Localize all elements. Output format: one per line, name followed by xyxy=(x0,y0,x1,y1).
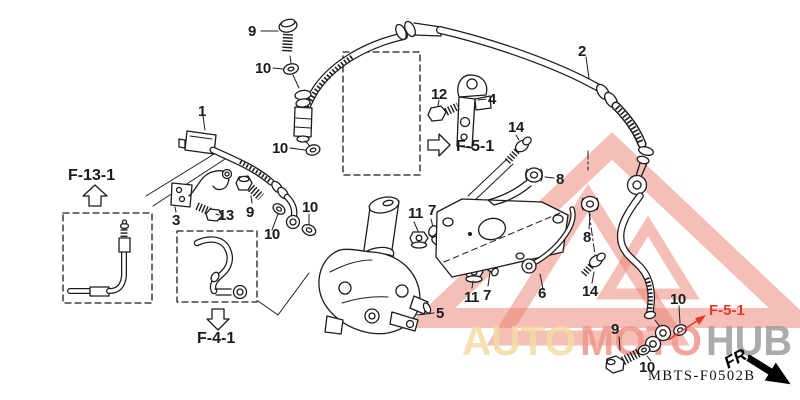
part-number-label: 10 xyxy=(255,60,271,77)
part-number-label: 11 xyxy=(408,205,423,222)
part-1-brake-hose xyxy=(178,115,301,230)
part-number-label: 14 xyxy=(582,283,598,300)
part-number-label: 7 xyxy=(428,202,436,219)
part-number-label: 1 xyxy=(198,103,206,120)
part-number-label: 2 xyxy=(578,43,586,60)
parts-8-6-14 xyxy=(487,134,606,290)
part-5-modulator-assembly xyxy=(318,196,435,335)
part-number-label: 14 xyxy=(508,119,524,136)
watermark-text: AUTO MOTO HUB xyxy=(462,317,792,364)
part-number-label: 10 xyxy=(639,359,655,376)
fr-direction-arrow xyxy=(746,354,791,385)
part-number-label: 10 xyxy=(302,199,318,216)
ref-arrows xyxy=(82,133,706,341)
ref-label-f13: F-13-1 xyxy=(68,167,116,184)
watermark-word-hub: HUB xyxy=(706,317,792,364)
watermark-word-moto: MOTO xyxy=(580,317,702,364)
detail-boxes xyxy=(62,51,421,304)
part-number-label: 3 xyxy=(172,212,180,229)
mounting-plate xyxy=(435,198,569,278)
part-number-label: 6 xyxy=(538,285,546,302)
f41-detail-hose xyxy=(193,236,248,300)
part-number-label: 5 xyxy=(436,305,444,322)
lower-brake-hose xyxy=(605,192,687,374)
part-4-bracket xyxy=(427,74,492,149)
part-number-label: 7 xyxy=(483,287,491,304)
part-number-label: 10 xyxy=(670,291,686,308)
part-9-10-top-banjo xyxy=(260,18,321,156)
part-number-label: 10 xyxy=(264,226,280,243)
part-number-label: 9 xyxy=(611,321,619,338)
diagram-code: MBTS-F0502B xyxy=(648,368,756,384)
part-number-label: 4 xyxy=(488,91,496,108)
part-number-label: 8 xyxy=(583,229,591,246)
part-number-label: 9 xyxy=(246,204,254,221)
part-number-label: 10 xyxy=(272,140,288,157)
ref-label-f51-mid: F-5-1 xyxy=(456,138,495,155)
part-number-label: 9 xyxy=(248,23,256,40)
part-number-label: 11 xyxy=(464,289,479,306)
part-number-label: 12 xyxy=(431,86,447,103)
ref-label-f51-right: F-5-1 xyxy=(709,302,745,319)
part-number-label: 13 xyxy=(218,207,234,224)
part-number-label: 8 xyxy=(556,171,564,188)
f13-detail-hose xyxy=(67,219,131,297)
part-3-clamp-and-fasteners xyxy=(170,168,317,237)
ref-label-f41: F-4-1 xyxy=(197,330,236,347)
watermark-word-auto: AUTO xyxy=(462,317,576,364)
